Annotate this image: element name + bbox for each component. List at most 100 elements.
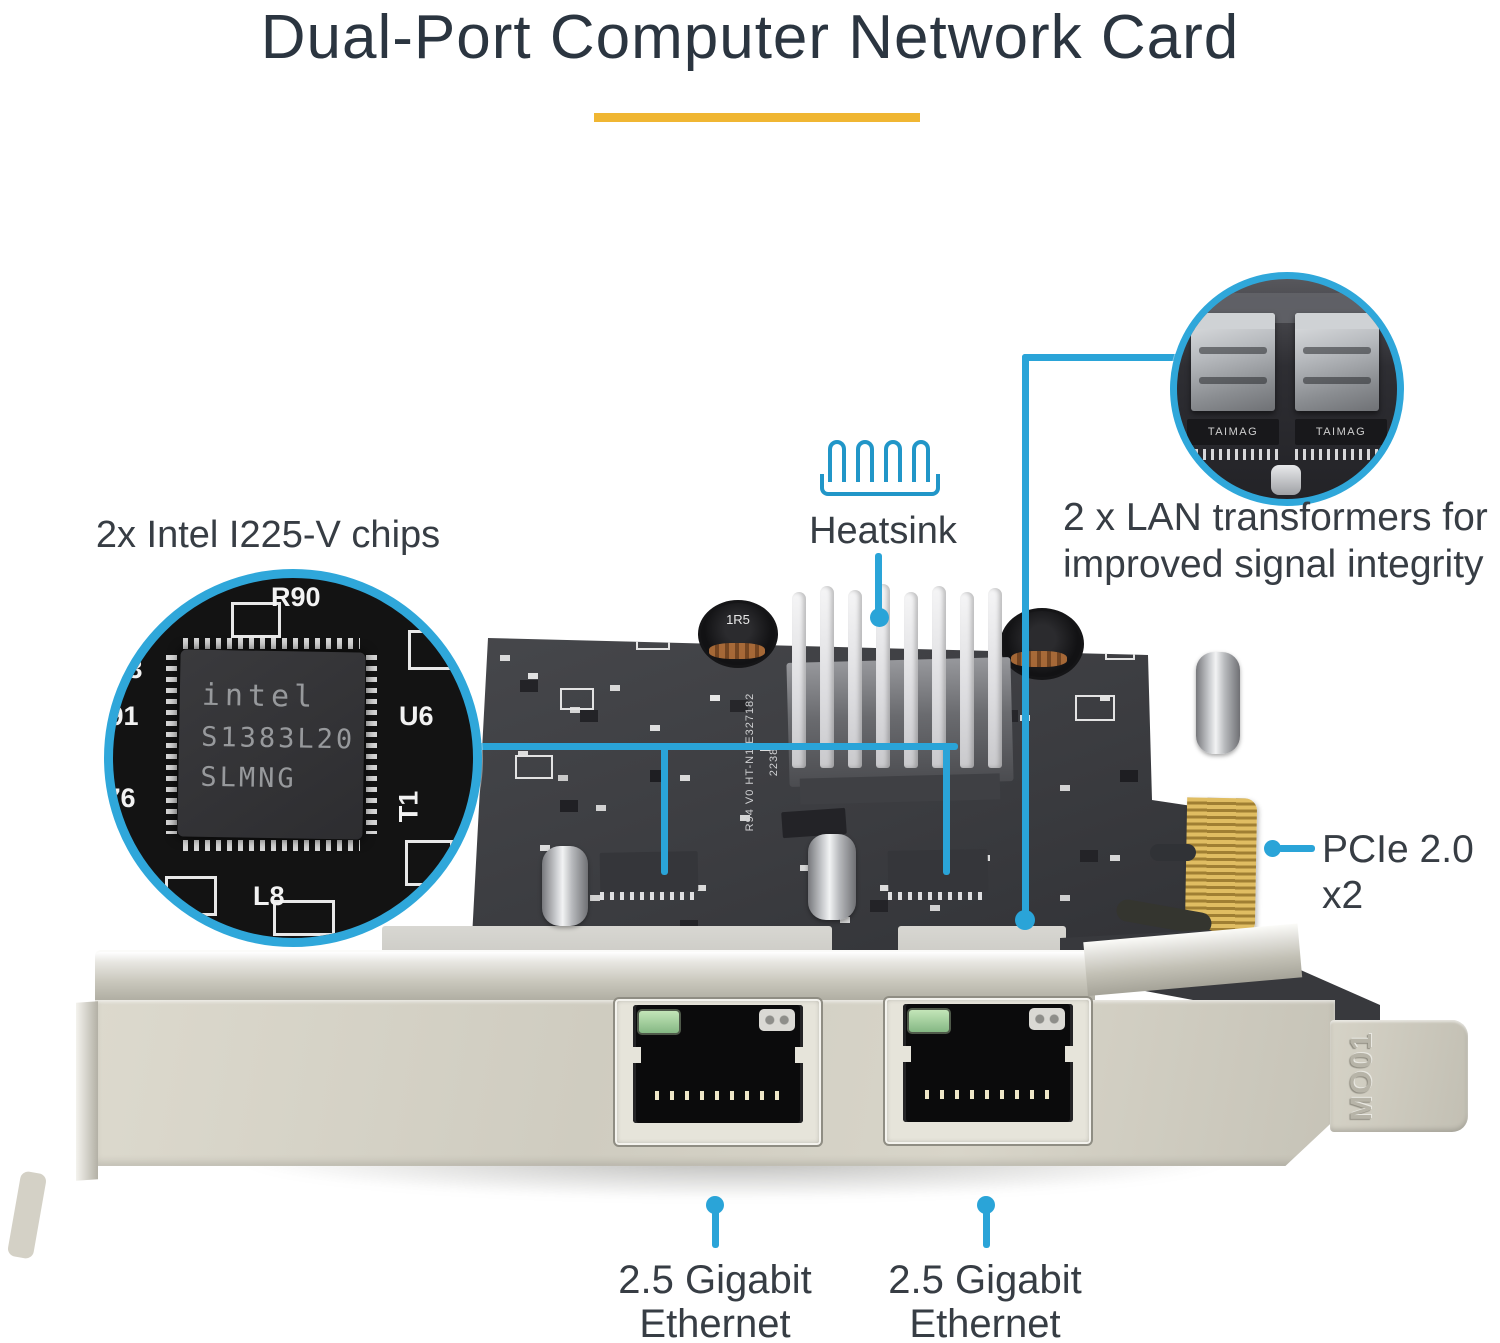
pcb-pad-outline <box>636 638 670 650</box>
inductor-label: 1R5 <box>726 612 750 627</box>
bracket-left-fold <box>76 1001 98 1181</box>
pcb-components-noise <box>500 655 510 661</box>
pcie-label: PCIe 2.0 x2 <box>1322 828 1474 917</box>
port2-label-line1: 2.5 Gigabit <box>888 1258 1082 1302</box>
heatsink-icon-fin <box>856 440 874 482</box>
port2-callout-dot <box>977 1196 995 1214</box>
pcie-callout-line <box>1278 845 1315 852</box>
pcb-pad-outline <box>273 900 335 936</box>
intel-chip-2 <box>887 849 989 893</box>
pcb-pad-outline <box>405 840 453 886</box>
heatsink-icon-fin <box>828 440 846 482</box>
transformer-chip-2: TAIMAG <box>1295 419 1387 445</box>
heatsink-icon-fin <box>912 440 930 482</box>
cavity-step <box>795 1047 803 1063</box>
silkscreen-ref: T1 <box>393 790 424 823</box>
port-led-green <box>637 1009 681 1035</box>
port-led-green <box>907 1008 951 1034</box>
pcb-pad-outline <box>515 755 553 779</box>
transformer-top-face <box>1295 313 1379 329</box>
transformer-slot <box>1199 347 1267 354</box>
transformers-label-line2: improved signal integrity <box>1063 543 1484 586</box>
title-underline <box>594 113 920 122</box>
standoff-screw <box>1196 652 1240 754</box>
intel-i225v-chip: intel S1383L20 SLMNG <box>177 649 473 938</box>
intel-chip-1-pins <box>600 892 698 900</box>
rj45-port-1 <box>613 997 823 1147</box>
silkscreen-ref: C91 <box>108 701 139 731</box>
pcb-components-noise <box>520 680 538 692</box>
heatsink-icon <box>820 440 942 498</box>
bracket-mounting-ear <box>1330 1020 1468 1132</box>
transformer-top-face <box>1191 313 1275 329</box>
chips-label: 2x Intel I225-V chips <box>95 514 441 556</box>
heatsink-icon-base <box>820 474 940 496</box>
crystal-oscillator <box>808 834 856 920</box>
transformer-slot <box>1303 347 1371 354</box>
silkscreen-ref: 78 <box>104 829 132 859</box>
copper-winding <box>1011 651 1067 667</box>
chip-pin-row <box>166 655 177 834</box>
heatsink-fin <box>960 592 974 768</box>
heatsink-fin <box>792 592 806 768</box>
lan-transformer-2 <box>1295 313 1379 411</box>
transformers-callout-line-v <box>1022 354 1029 920</box>
chip-pin-row <box>183 638 360 649</box>
heatsink-fin <box>820 586 834 768</box>
intel-chip-1 <box>599 851 699 893</box>
transformer-chip-1: TAIMAG <box>1187 419 1279 445</box>
chip-pin-row <box>1187 449 1279 460</box>
lan-transformer-1 <box>1191 313 1275 411</box>
chip-pin-row <box>366 655 377 834</box>
page-title: Dual-Port Computer Network Card <box>260 3 1240 72</box>
heatsink-label: Heatsink <box>809 510 957 552</box>
cavity-step <box>1065 1046 1073 1062</box>
pcb-pad-outline <box>560 688 594 710</box>
pcie-callout-dot <box>1264 840 1281 857</box>
port1-label: 2.5 Gigabit Ethernet <box>595 1258 835 1343</box>
chip-part-number: S1383L20 <box>200 721 356 756</box>
pcb-pad-outline <box>1105 640 1135 660</box>
port2-label: 2.5 Gigabit Ethernet <box>865 1258 1105 1343</box>
pcb-pad-outline <box>231 602 281 638</box>
crystal-oscillator <box>542 846 588 926</box>
transformer-slot <box>1303 377 1371 384</box>
port1-label-line1: 2.5 Gigabit <box>618 1258 812 1302</box>
transformers-label-line1: 2 x LAN transformers for <box>1063 496 1488 539</box>
heatsink-callout-dot <box>870 608 889 627</box>
port1-callout-dot <box>706 1196 724 1214</box>
heatsink-fin <box>876 584 890 768</box>
rj45-port-2 <box>883 996 1093 1146</box>
copper-winding <box>709 643 765 659</box>
rj45-contact-pins <box>655 1091 781 1100</box>
crystal-oscillator <box>1271 465 1301 495</box>
port-led-off <box>759 1009 795 1031</box>
transformers-callout-line-h <box>1022 354 1180 361</box>
heatsink-fin <box>904 592 918 768</box>
pcie-connector-notch <box>1150 844 1196 861</box>
bracket-bottom-tab <box>6 1170 48 1260</box>
heatsink-callout-line <box>875 553 882 613</box>
pcb-pad-outline <box>408 630 454 670</box>
transformers-inset-photo: TAIMAG TAIMAG <box>1170 272 1404 506</box>
transformers-callout-dot <box>1015 910 1035 930</box>
port-led-off <box>1029 1008 1065 1030</box>
silkscreen-ref: R90 <box>271 582 321 612</box>
rj45-contact-pins <box>925 1090 1051 1099</box>
heatsink-icon-fin <box>884 440 902 482</box>
silkscreen-ref: C83 <box>112 654 143 684</box>
intel-chip-2-pins <box>888 892 988 900</box>
chips-callout-line <box>448 743 958 750</box>
chip-inset-photo: intel S1383L20 SLMNG R90 C83 C91 R76 78 … <box>104 569 482 947</box>
chip-pin-row <box>1295 449 1387 460</box>
cavity-step <box>903 1046 911 1062</box>
toroid-inductor-1: 1R5 <box>698 600 778 668</box>
silkscreen-ref: R76 <box>105 783 136 813</box>
heatsink-base-shadow <box>799 773 1001 805</box>
port2-callout-line <box>983 1210 990 1248</box>
heatsink-fin <box>932 586 946 768</box>
chip-brand-text: intel <box>201 677 318 715</box>
heatsink-fin <box>988 588 1002 768</box>
transformer-slot <box>1199 377 1267 384</box>
